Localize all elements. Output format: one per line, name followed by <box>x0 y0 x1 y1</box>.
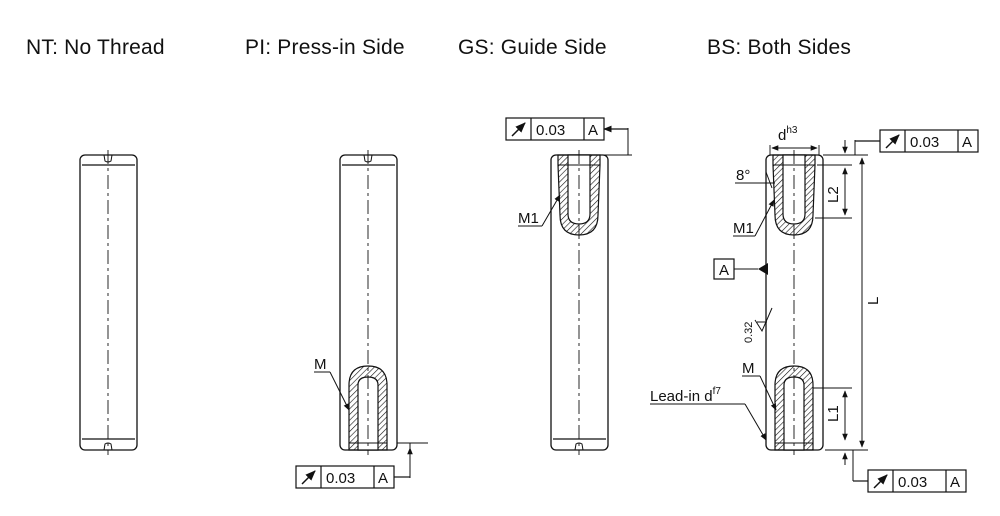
title-both-sides: BS: Both Sides <box>707 36 852 59</box>
bs-chamfer-angle: 8° <box>736 167 750 184</box>
bs-l2-label: L2 <box>825 186 842 203</box>
title-press-in-side: PI: Press-in Side <box>245 36 405 59</box>
svg-text:A: A <box>962 134 972 151</box>
svg-text:0.03: 0.03 <box>326 470 355 487</box>
bs-l1-label: L1 <box>825 405 842 422</box>
bs-length-label: L <box>865 297 882 305</box>
bs-tolerance-frame-bottom: 0.03 A <box>853 469 967 493</box>
bs-datum-box: A <box>713 258 735 280</box>
bs-thread-label-top: M1 <box>733 220 754 237</box>
datum-triangle-icon <box>758 263 768 275</box>
title-no-thread: NT: No Thread <box>26 36 165 59</box>
svg-text:A: A <box>719 262 729 279</box>
svg-text:A: A <box>588 122 598 139</box>
pi-tolerance-frame: 0.03 A <box>295 465 410 489</box>
svg-text:A: A <box>950 474 960 491</box>
pi-thread-label: M <box>314 356 327 373</box>
bs-lead-in-label: Lead-in df7 <box>650 386 721 405</box>
pin-both-sides <box>650 140 868 481</box>
gs-thread-label: M1 <box>518 210 539 227</box>
svg-text:A: A <box>378 470 388 487</box>
svg-text:0.32: 0.32 <box>743 322 755 343</box>
bs-thread-label-bottom: M <box>742 360 755 377</box>
runout-arrow-icon <box>301 470 316 485</box>
bs-tolerance-frame-top: 0.03 A <box>855 129 979 153</box>
roughness-symbol-icon: 0.32 <box>743 307 773 343</box>
runout-arrow-icon <box>885 134 900 149</box>
pin-guide-side <box>518 128 632 455</box>
runout-arrow-icon <box>873 474 888 489</box>
svg-text:0.03: 0.03 <box>910 134 939 151</box>
gs-tolerance-frame: 0.03 A <box>505 117 628 141</box>
runout-arrow-icon <box>511 122 526 137</box>
bs-diameter-label: dh3 <box>778 125 798 144</box>
pin-no-thread <box>79 150 138 455</box>
pin-press-in-side <box>314 150 428 478</box>
svg-text:0.03: 0.03 <box>898 474 927 491</box>
title-guide-side: GS: Guide Side <box>458 36 607 59</box>
svg-text:0.03: 0.03 <box>536 122 565 139</box>
